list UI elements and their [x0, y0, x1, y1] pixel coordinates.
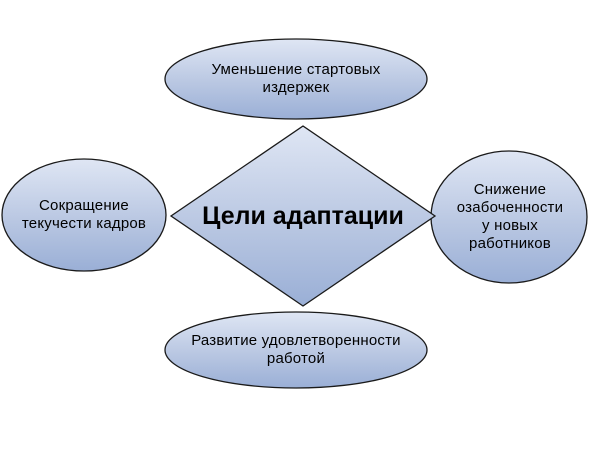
- center-title: Цели адаптации: [202, 201, 404, 230]
- goal-left-label: Сокращение текучести кадров: [21, 197, 147, 232]
- goal-left-ellipse: [1, 158, 167, 272]
- center-diamond: [169, 125, 437, 307]
- goal-bottom-label: Развитие удовлетворенности работой: [191, 332, 401, 367]
- goal-right-label: Снижение озабоченности у новых работнико…: [456, 181, 564, 252]
- goal-top-ellipse: [164, 38, 428, 120]
- goal-top-label: Уменьшение стартовых издержек: [211, 61, 381, 96]
- goal-bottom-ellipse: [164, 311, 428, 389]
